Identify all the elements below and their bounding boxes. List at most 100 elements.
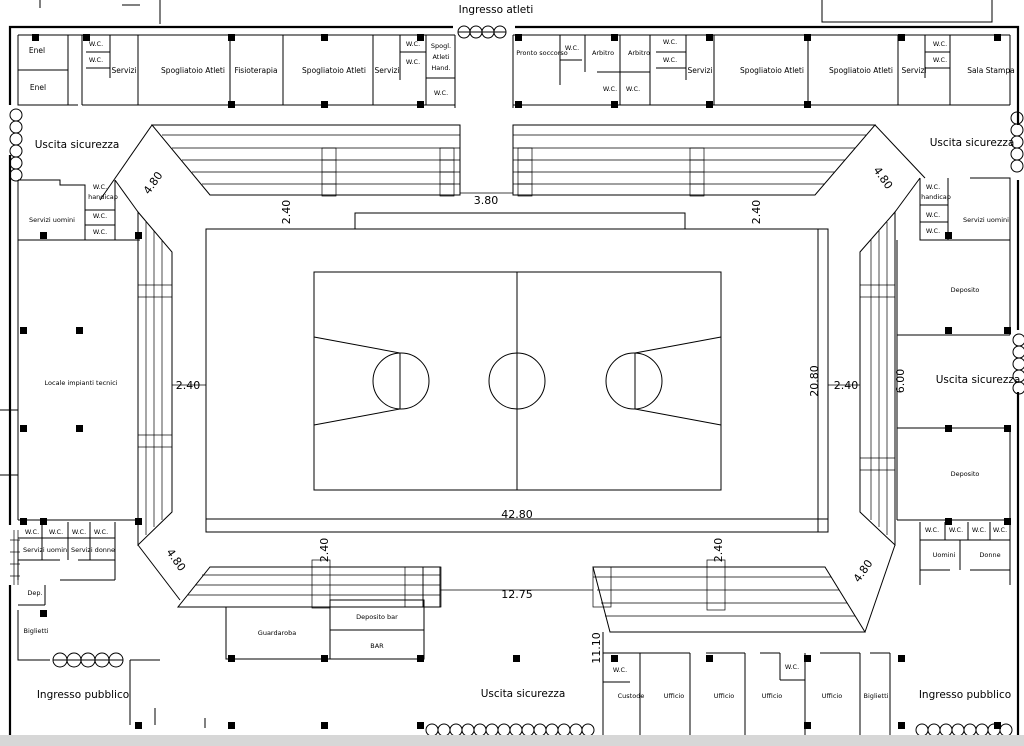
label-donne: Donne <box>979 551 1000 559</box>
dim-court-length: 42.80 <box>501 508 533 521</box>
label-wc-w2: W.C. <box>93 212 107 220</box>
dim-north-stand-right: 2.40 <box>750 200 763 225</box>
stand-west <box>137 210 173 547</box>
label-biglietti-s: Biglietti <box>864 692 889 700</box>
label-ufficio-3: Ufficio <box>762 692 782 700</box>
top-right-rooms <box>512 34 1011 108</box>
label-wc-e3: W.C. <box>926 227 940 235</box>
dim-east-stand: 2.40 <box>834 379 859 392</box>
label-sala-stampa: Sala Stampa <box>967 66 1014 75</box>
label-wc-tr3: W.C. <box>626 85 640 93</box>
label-spogl-hand-3: Hand. <box>431 64 450 72</box>
door-left-top <box>9 108 23 182</box>
label-deposito-1: Deposito <box>951 286 980 294</box>
label-wc-t2: W.C. <box>89 56 103 64</box>
label-wc-tr2: W.C. <box>603 85 617 93</box>
label-wc-sw2: W.C. <box>49 528 63 536</box>
label-wc-sw4: W.C. <box>94 528 108 536</box>
door-ingresso-pubblico-right <box>915 723 1013 737</box>
label-ingresso-pubblico-sw: Ingresso pubblico <box>37 689 129 701</box>
label-wc-t1: W.C. <box>89 40 103 48</box>
label-ufficio-2: Ufficio <box>714 692 734 700</box>
label-uscita-ne: Uscita sicurezza <box>930 137 1015 149</box>
label-enel-2: Enel <box>30 83 46 92</box>
stand-east <box>859 210 896 547</box>
dim-south-stand-right: 2.40 <box>712 538 725 563</box>
label-wc-sw3: W.C. <box>72 528 86 536</box>
south-rooms <box>204 599 891 735</box>
dim-court-width: 20.80 <box>808 365 821 397</box>
west-rooms <box>17 179 160 725</box>
label-servizi-2: Servizi <box>374 66 399 75</box>
dim-east-exit: 6.00 <box>894 369 907 394</box>
label-servizi-1: Servizi <box>111 66 136 75</box>
door-ingresso-pubblico-left <box>52 652 124 668</box>
label-servizi-uomini-sw: Servizi uomini <box>23 546 69 554</box>
label-servizi-4: Servizi <box>901 66 926 75</box>
label-wc-s2: W.C. <box>785 663 799 671</box>
corner-passages <box>99 124 926 633</box>
label-wc-tr7: W.C. <box>933 56 947 64</box>
label-uomini: Uomini <box>933 551 956 559</box>
label-wc-tr4: W.C. <box>663 38 677 46</box>
label-fisioterapia: Fisioterapia <box>234 66 277 75</box>
label-wc-tr6: W.C. <box>933 40 947 48</box>
label-wc-se2: W.C. <box>949 526 963 534</box>
label-wc-w3: W.C. <box>93 228 107 236</box>
label-servizi-3: Servizi <box>687 66 712 75</box>
label-wc-w1: W.C. <box>93 183 107 191</box>
dim-diagonal-sw: 4.80 <box>164 546 189 574</box>
label-deposito-bar: Deposito bar <box>356 613 398 621</box>
label-wc-s1: W.C. <box>613 666 627 674</box>
top-left-rooms <box>17 34 456 108</box>
dimension-lines <box>172 192 860 591</box>
label-spogliatoio-3: Spogliatoio Atleti <box>740 66 804 75</box>
label-arbitro-1: Arbitro <box>592 49 614 57</box>
label-wc-sw1: W.C. <box>25 528 39 536</box>
label-uscita-s: Uscita sicurezza <box>481 688 566 700</box>
stand-south-right <box>592 559 866 633</box>
label-servizi-uomini-nw: Servizi uomini <box>29 216 75 224</box>
dim-diagonal-se: 4.80 <box>851 557 876 585</box>
label-wc-se3: W.C. <box>972 526 986 534</box>
structural-columns <box>20 34 1011 729</box>
label-wc-e2: W.C. <box>926 211 940 219</box>
label-handicap-w: handicap <box>88 193 118 201</box>
label-uscita-e: Uscita sicurezza <box>936 374 1021 386</box>
label-pronto-soccorso: Pronto soccorso <box>516 49 568 57</box>
label-bar: BAR <box>370 642 384 650</box>
label-wc-e1: W.C. <box>926 183 940 191</box>
label-custode: Custode <box>618 692 645 700</box>
label-enel-1: Enel <box>29 46 45 55</box>
label-spogl-hand-1: Spogl. <box>431 42 451 50</box>
label-guardaroba: Guardaroba <box>258 629 296 637</box>
dim-north-stand-left: 2.40 <box>280 200 293 225</box>
dim-south-depth: 11.10 <box>590 632 603 664</box>
dim-bottom-gap: 12.75 <box>501 588 533 601</box>
door-ingresso-atleti <box>457 25 507 39</box>
dim-west-stand: 2.40 <box>176 379 201 392</box>
bottom-scroll-strip <box>0 735 1024 746</box>
label-spogliatoio-4: Spogliatoio Atleti <box>829 66 893 75</box>
label-locale-impianti: Locale impianti tecnici <box>45 379 118 387</box>
label-biglietti-w: Biglietti <box>24 627 49 635</box>
stand-south-left <box>176 559 442 609</box>
label-ufficio-1: Ufficio <box>664 692 684 700</box>
label-servizi-donne-sw: Servizi donne <box>71 546 115 554</box>
label-wc-t5: W.C. <box>434 89 448 97</box>
label-arbitro-2: Arbitro <box>628 49 650 57</box>
label-dep: Dep. <box>27 589 42 597</box>
dim-top-gap: 3.80 <box>474 194 499 207</box>
label-wc-tr1: W.C. <box>565 44 579 52</box>
door-right-mid <box>1012 333 1024 395</box>
dim-diagonal-ne: 4.80 <box>871 164 896 192</box>
dim-south-stand-left: 2.40 <box>318 538 331 563</box>
label-wc-t3: W.C. <box>406 40 420 48</box>
stand-north-right <box>512 124 877 197</box>
court-area <box>205 212 829 533</box>
label-wc-se1: W.C. <box>925 526 939 534</box>
label-spogliatoio-1: Spogliatoio Atleti <box>161 66 225 75</box>
label-wc-t4: W.C. <box>406 58 420 66</box>
label-spogl-hand-2: Atleti <box>432 53 449 61</box>
